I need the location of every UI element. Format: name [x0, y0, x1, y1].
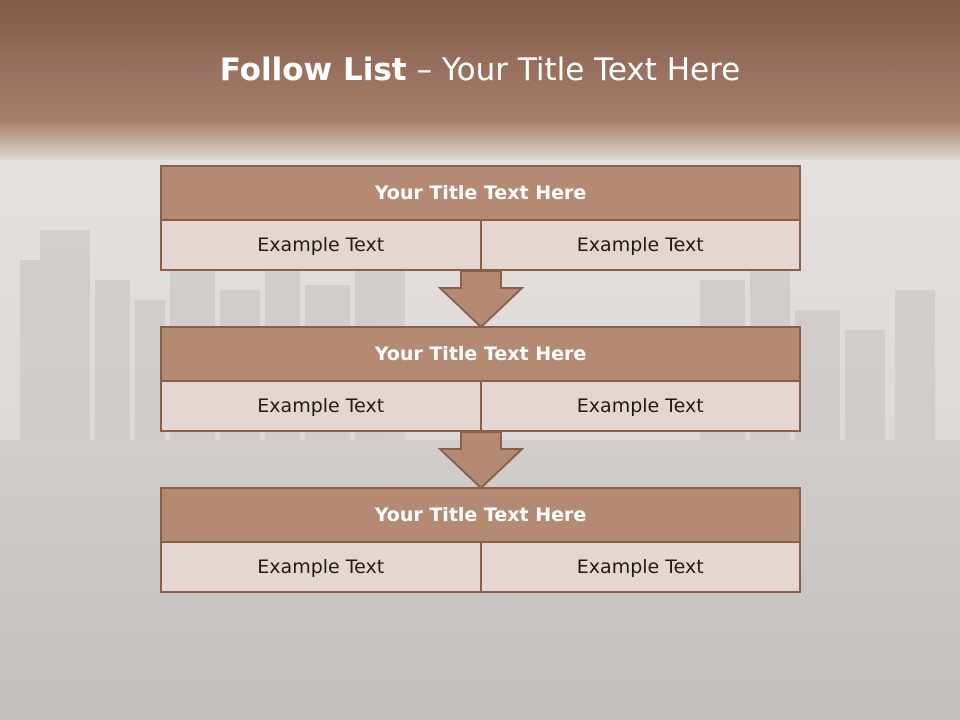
header-band: [0, 0, 960, 160]
title-rest: – Your Title Text Here: [406, 52, 741, 88]
step-block-3: Your Title Text Here Example Text Exampl…: [160, 487, 801, 593]
step-row-3: Example Text Example Text: [160, 543, 801, 593]
step-3-right-cell: Example Text: [481, 543, 801, 593]
step-2-left-cell: Example Text: [160, 382, 482, 432]
step-row-1: Example Text Example Text: [160, 221, 801, 271]
down-arrow-icon: [438, 270, 524, 328]
step-1-left-cell: Example Text: [160, 221, 482, 271]
step-3-left-cell: Example Text: [160, 543, 482, 593]
step-title-3: Your Title Text Here: [160, 487, 801, 543]
slide-title: Follow List – Your Title Text Here: [0, 52, 960, 88]
step-row-2: Example Text Example Text: [160, 382, 801, 432]
down-arrow-icon: [438, 431, 524, 489]
step-1-right-cell: Example Text: [481, 221, 801, 271]
title-bold: Follow List: [219, 52, 407, 88]
step-2-right-cell: Example Text: [481, 382, 801, 432]
step-block-2: Your Title Text Here Example Text Exampl…: [160, 326, 801, 432]
step-block-1: Your Title Text Here Example Text Exampl…: [160, 165, 801, 271]
step-title-2: Your Title Text Here: [160, 326, 801, 382]
step-title-1: Your Title Text Here: [160, 165, 801, 221]
